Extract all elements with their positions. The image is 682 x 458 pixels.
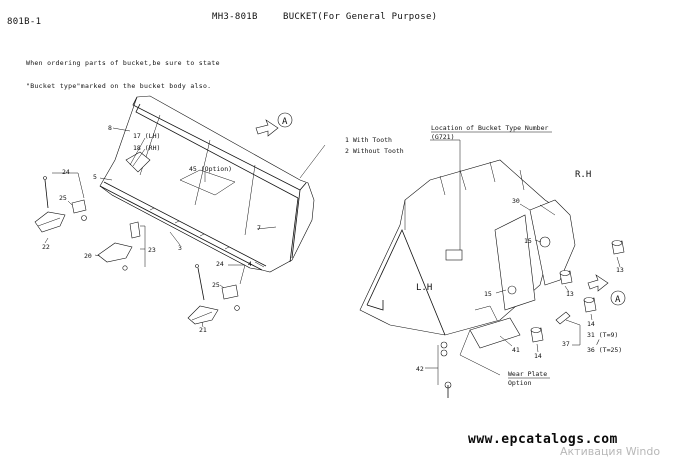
label-14b: 14 [534, 352, 542, 360]
label-22: 22 [42, 243, 50, 251]
boss-bracket [125, 151, 151, 173]
callout-arrow-right [587, 274, 626, 306]
callout-a-left: A [282, 117, 288, 127]
callout-a-right: A [615, 295, 621, 305]
option-plate [179, 169, 236, 196]
label-36: 36 (T=25) [587, 346, 622, 354]
ordering-note: When ordering parts of bucket,be sure to… [26, 45, 220, 105]
page-title-code: MH3-801B [212, 12, 258, 22]
label-15a: 15 [524, 237, 532, 245]
tooth-22 [34, 211, 66, 233]
label-45: 45 (Option) [189, 165, 232, 173]
ordering-note-line-2: "Bucket type"marked on the bucket body a… [26, 81, 212, 90]
small-parts-right [425, 203, 625, 398]
label-7: 7 [257, 224, 261, 232]
label-41: 41 [512, 346, 520, 354]
label-13a: 13 [616, 266, 624, 274]
bucket-shell [99, 95, 315, 273]
side-rh: R.H [575, 170, 591, 180]
page-code: 801B-1 [7, 17, 42, 27]
label-4: 4 [248, 260, 252, 268]
label-13b: 13 [566, 290, 574, 298]
right-view-labels: Location of Bucket Type Number (G721) R.… [416, 124, 624, 387]
label-31: 31 (T=9) [587, 331, 618, 339]
label-25a: 25 [59, 194, 67, 202]
label-23: 23 [148, 246, 156, 254]
hinge-bracket [494, 214, 536, 311]
callout-arrow-left [255, 112, 293, 137]
wear-plate [469, 317, 521, 349]
adaptor-25b [221, 284, 239, 300]
option-with-tooth: 1 With Tooth [345, 136, 392, 144]
label-24a: 24 [62, 168, 70, 176]
location-code: (G721) [431, 133, 454, 141]
watermark-url: www.epcatalogs.com [468, 432, 618, 447]
label-3: 3 [178, 244, 182, 252]
label-37: 37 [562, 340, 570, 348]
label-42: 42 [416, 365, 424, 373]
label-24b: 24 [216, 260, 224, 268]
label-8: 8 [108, 124, 112, 132]
link-bracket [529, 199, 576, 286]
adaptor-25 [71, 199, 87, 214]
label-18: 18 (RH) [133, 144, 160, 152]
label-20: 20 [84, 252, 92, 260]
bucket-left-view [99, 95, 326, 273]
page-title: BUCKET(For General Purpose) [283, 12, 438, 22]
tooth-21 [187, 305, 219, 325]
wear-plate-option: Option [508, 379, 532, 387]
label-5: 5 [93, 173, 97, 181]
label-17: 17 (LH) [133, 132, 160, 140]
wear-plate-label: Wear Plate [508, 370, 547, 378]
label-15b: 15 [484, 290, 492, 298]
cutting-edge [99, 181, 267, 271]
label-30: 30 [512, 197, 520, 205]
left-view-labels: 8 17 (LH) 18 (RH) 45 (Option) 5 7 3 4 24… [42, 117, 404, 334]
tooth-parts-left [34, 172, 146, 271]
tooth-20 [97, 242, 133, 263]
label-14a: 14 [587, 320, 595, 328]
type-number-plate [445, 249, 463, 261]
bucket-right-view [359, 139, 576, 376]
windows-activation-watermark: Активация Windo [560, 445, 661, 458]
side-plate [289, 189, 301, 263]
tooth-parts-middle [187, 264, 246, 328]
location-title: Location of Bucket Type Number [431, 124, 548, 132]
label-21: 21 [199, 326, 207, 334]
label-31-sep: / [596, 338, 600, 346]
label-25b: 25 [212, 281, 220, 289]
side-lh: L.H [416, 283, 432, 293]
option-without-tooth: 2 Without Tooth [345, 147, 404, 155]
ordering-note-line-1: When ordering parts of bucket,be sure to… [26, 59, 220, 67]
shim-31-36 [555, 311, 571, 325]
